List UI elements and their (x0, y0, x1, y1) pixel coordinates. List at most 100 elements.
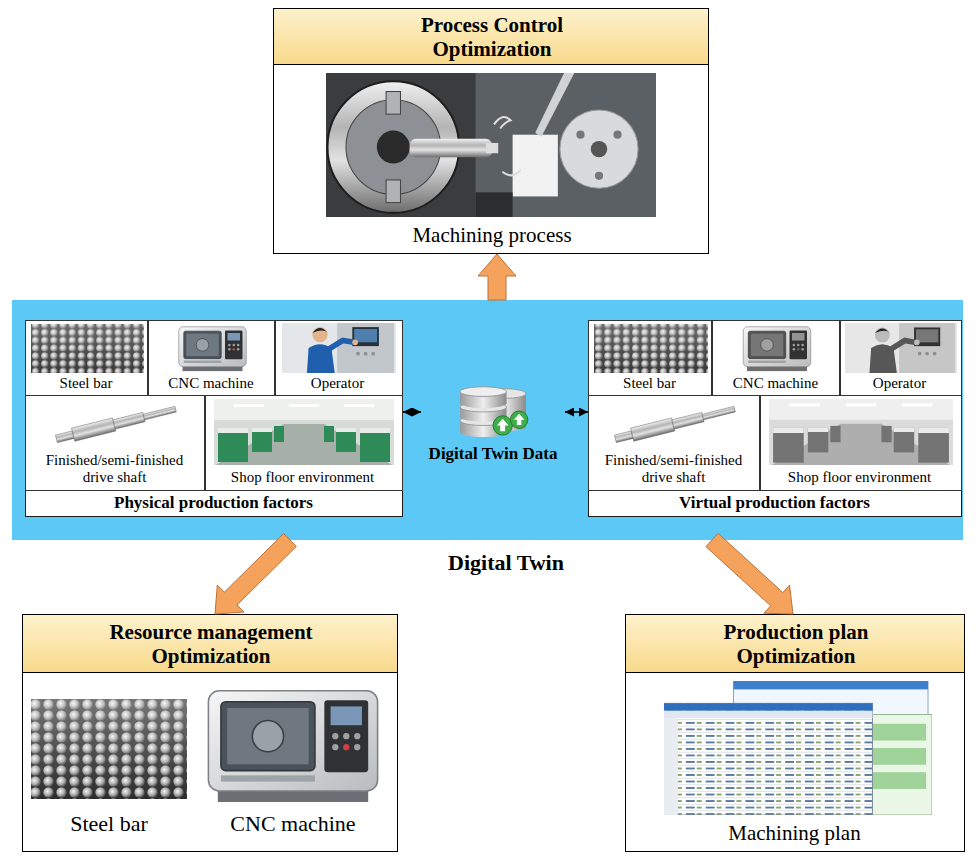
a-shop-part (214, 399, 394, 465)
a-shop-part (336, 428, 356, 452)
a-lathe-part (613, 131, 621, 139)
text-holder: Shop floor environment (206, 469, 400, 486)
factor-cell: CNC machine (148, 320, 275, 396)
a-operator-part (312, 328, 327, 333)
a-cnc-part (228, 348, 231, 351)
shop-floor-illustration (769, 399, 953, 465)
a-cnc-part (332, 744, 338, 750)
a-shop-part (918, 427, 949, 462)
text-holder: Finished/semi-finished drive shaft (604, 452, 744, 487)
a-cnc-part (208, 691, 377, 791)
a-lathe-part (560, 110, 638, 188)
a-lathe-part (410, 139, 492, 158)
a-cnc-part (792, 348, 795, 351)
a-shaft-part (54, 402, 176, 445)
cnc-machine-illustration (163, 323, 262, 373)
a-shop-part (769, 423, 953, 464)
image-caption: Machining process (274, 223, 710, 247)
a-cnc-part (801, 348, 804, 351)
a-cnc-part (227, 333, 240, 341)
text-holder: Machining plan (626, 821, 963, 845)
a-lathe-part (476, 192, 513, 217)
factor-cell: Operator (275, 320, 403, 396)
a-cnc-part (225, 330, 243, 359)
text-holder: Operator (841, 375, 959, 392)
steel-bar-illustration (594, 324, 708, 373)
factor-cell: Shop floor environment (760, 395, 962, 491)
cell-caption: CNC machine (713, 375, 839, 392)
a-plan-part (664, 711, 872, 718)
a-operator-part (914, 339, 920, 345)
steel-bar-illustration (31, 699, 187, 799)
cell-caption: Finished/semi-finished drive shaft (604, 452, 744, 487)
a-plan-part (868, 724, 926, 741)
a-db-part (460, 387, 506, 397)
cnc-machine-illustration (727, 323, 827, 373)
a-shop-part (773, 427, 804, 462)
factor-cell: Steel bar (25, 320, 148, 396)
a-shop-part (344, 404, 374, 407)
a-shop-part (218, 428, 248, 462)
text-holder: Virtual production factors (589, 493, 960, 513)
a-shop-part (845, 403, 876, 406)
a-cnc-part (332, 733, 338, 739)
a-shop-part (789, 403, 820, 406)
a-cnc-part (236, 348, 239, 351)
factor-cell: Steel bar (588, 320, 712, 396)
cell-caption: Finished/semi-finished drive shaft (45, 452, 185, 487)
a-shop-part (773, 427, 804, 432)
a-cnc-part (232, 348, 235, 351)
optimization-box: Resource management OptimizationSteel ba… (22, 614, 398, 852)
image-caption: CNC machine (195, 811, 391, 836)
a-operator-part (352, 327, 379, 346)
a-shaft-part (671, 412, 703, 429)
a-operator-part (899, 323, 955, 373)
a-cnc-part (178, 326, 246, 366)
a-shop-part (807, 427, 827, 431)
a-cnc-part (324, 700, 368, 772)
a-shop-part (214, 424, 394, 465)
a-shop-part (214, 399, 394, 420)
cell-caption: Shop floor environment (206, 469, 400, 486)
a-cnc-part (354, 733, 360, 739)
a-operator-part (354, 329, 377, 342)
text-holder: Production plan Optimization (696, 620, 896, 668)
a-lathe-part (513, 135, 558, 197)
a-operator-part (925, 351, 929, 355)
a-lathe-part (576, 131, 584, 139)
data-store: Digital Twin Data (421, 380, 565, 466)
text-holder: Machining process (274, 223, 710, 247)
factor-cell: CNC machine (712, 320, 840, 396)
a-cnc-part (221, 775, 315, 781)
a-shop-part (807, 427, 827, 452)
factor-panel: Virtual production factors Steel bar CNC… (588, 320, 962, 517)
a-shop-part (893, 427, 913, 431)
a-shaft-part (614, 430, 633, 442)
operator-illustration (282, 323, 396, 373)
a-plan-part (733, 681, 928, 689)
a-steel-part (31, 699, 187, 799)
text-holder: Steel bar (26, 375, 147, 392)
panel-caption: Virtual production factors (589, 493, 960, 513)
a-shop-part (218, 428, 248, 433)
image-caption: Machining plan (626, 821, 963, 845)
a-lathe-part (591, 141, 607, 157)
a-db-part (514, 414, 525, 425)
drive-shaft-illustration (605, 400, 745, 448)
a-operator-part (327, 340, 354, 350)
a-cnc-part (232, 343, 235, 346)
shop-floor-illustration (214, 399, 394, 465)
a-operator-part (915, 329, 937, 342)
a-steel-part (31, 324, 144, 373)
a-cnc-part (186, 333, 219, 356)
a-operator-part (356, 351, 360, 355)
a-cnc-part (252, 721, 283, 752)
a-shop-part (234, 404, 264, 407)
a-cnc-part (743, 326, 811, 366)
a-lathe-part (502, 170, 521, 176)
a-lathe-part (476, 73, 656, 217)
a-shop-part (252, 428, 272, 432)
text-holder: Steel bar (589, 375, 711, 392)
band-label: Digital Twin (56, 550, 956, 575)
